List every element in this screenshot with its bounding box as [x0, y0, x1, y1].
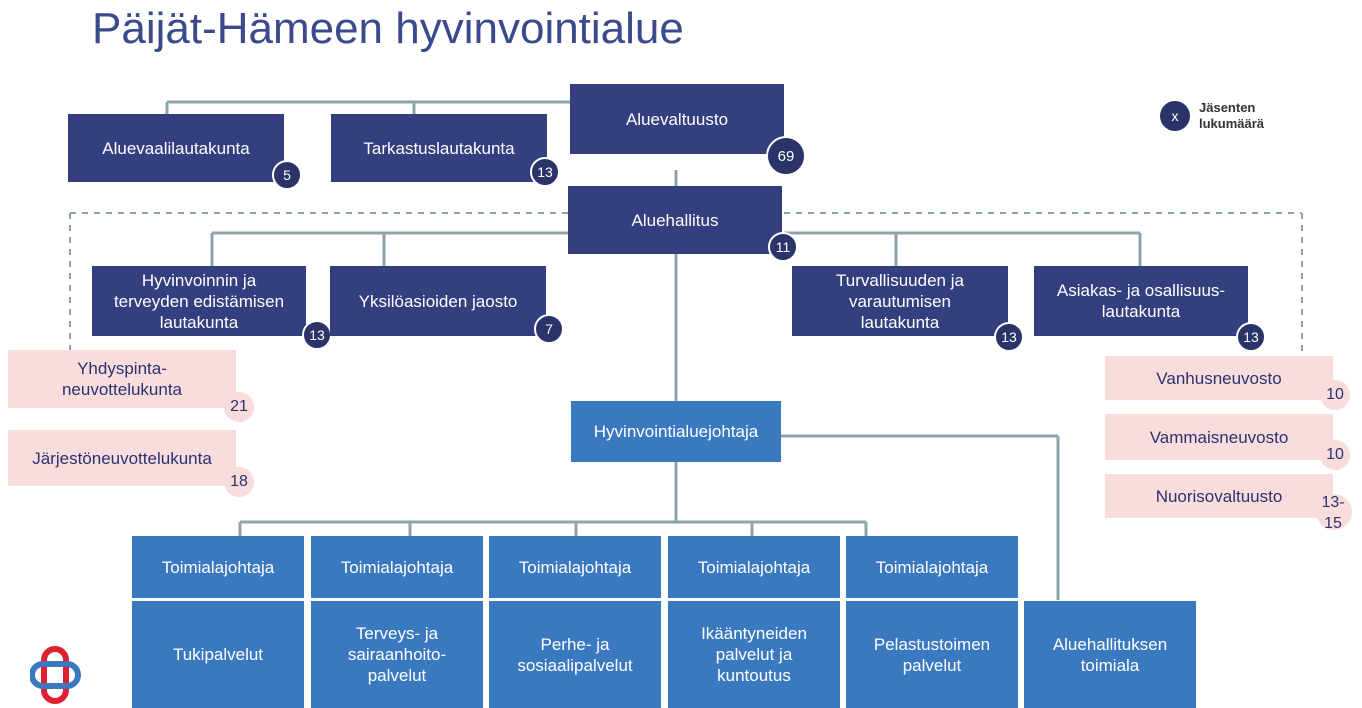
council-box: Järjestöneuvottelukunta	[8, 430, 236, 486]
division-head-box: Toimialajohtaja	[132, 536, 304, 598]
aluevaalilautakunta-count: 5	[272, 160, 302, 190]
aluehallitus-count: 11	[768, 232, 798, 262]
committee-count: 7	[534, 314, 564, 344]
aluevaalilautakunta-box: Aluevaalilautakunta	[68, 114, 284, 182]
council-count: 13- 15	[1321, 494, 1345, 532]
committee-box: Asiakas- ja osallisuus- lautakunta	[1034, 266, 1248, 336]
division-name-box: Tukipalvelut	[132, 601, 304, 708]
division-head-box: Toimialajohtaja	[489, 536, 661, 598]
logo-icon	[30, 646, 81, 704]
division-head-box: Toimialajohtaja	[311, 536, 483, 598]
board-division-box: Aluehallituksen toimiala	[1024, 601, 1196, 708]
tarkastuslautakunta-count: 13	[530, 157, 560, 187]
committee-count: 13	[302, 320, 332, 350]
council-count: 21	[224, 392, 254, 422]
division-head-box: Toimialajohtaja	[668, 536, 840, 598]
council-count: 18	[224, 467, 254, 497]
tarkastuslautakunta-box: Tarkastuslautakunta	[331, 114, 547, 182]
division-name-box: Terveys- ja sairaanhoito- palvelut	[311, 601, 483, 708]
legend-badge: x	[1160, 101, 1190, 131]
council-count-bg	[1316, 494, 1352, 530]
council-box: Yhdyspinta- neuvottelukunta	[8, 350, 236, 408]
page-title: Päijät-Hämeen hyvinvointialue	[92, 4, 684, 53]
committee-count: 13	[1236, 322, 1266, 352]
aluehallitus-box: Aluehallitus	[568, 186, 782, 254]
aluevaltuusto-box: Aluevaltuusto	[570, 84, 784, 154]
council-count: 10	[1320, 380, 1350, 410]
aluevaltuusto-count: 69	[766, 136, 806, 176]
council-count: 10	[1320, 440, 1350, 470]
council-box: Nuorisovaltuusto	[1105, 474, 1333, 518]
council-box: Vanhusneuvosto	[1105, 356, 1333, 400]
committee-box: Turvallisuuden ja varautumisen lautakunt…	[792, 266, 1008, 336]
committee-count: 13	[994, 322, 1024, 352]
committee-box: Yksilöasioiden jaosto	[330, 266, 546, 336]
division-name-box: Pelastustoimen palvelut	[846, 601, 1018, 708]
division-name-box: Ikääntyneiden palvelut ja kuntoutus	[668, 601, 840, 708]
division-name-box: Perhe- ja sosiaalipalvelut	[489, 601, 661, 708]
legend-label: Jäsenten lukumäärä	[1199, 100, 1265, 131]
committee-box: Hyvinvoinnin ja terveyden edistämisen la…	[92, 266, 306, 336]
council-box: Vammaisneuvosto	[1105, 414, 1333, 460]
director-box: Hyvinvointialuejohtaja	[571, 401, 781, 462]
division-head-box: Toimialajohtaja	[846, 536, 1018, 598]
